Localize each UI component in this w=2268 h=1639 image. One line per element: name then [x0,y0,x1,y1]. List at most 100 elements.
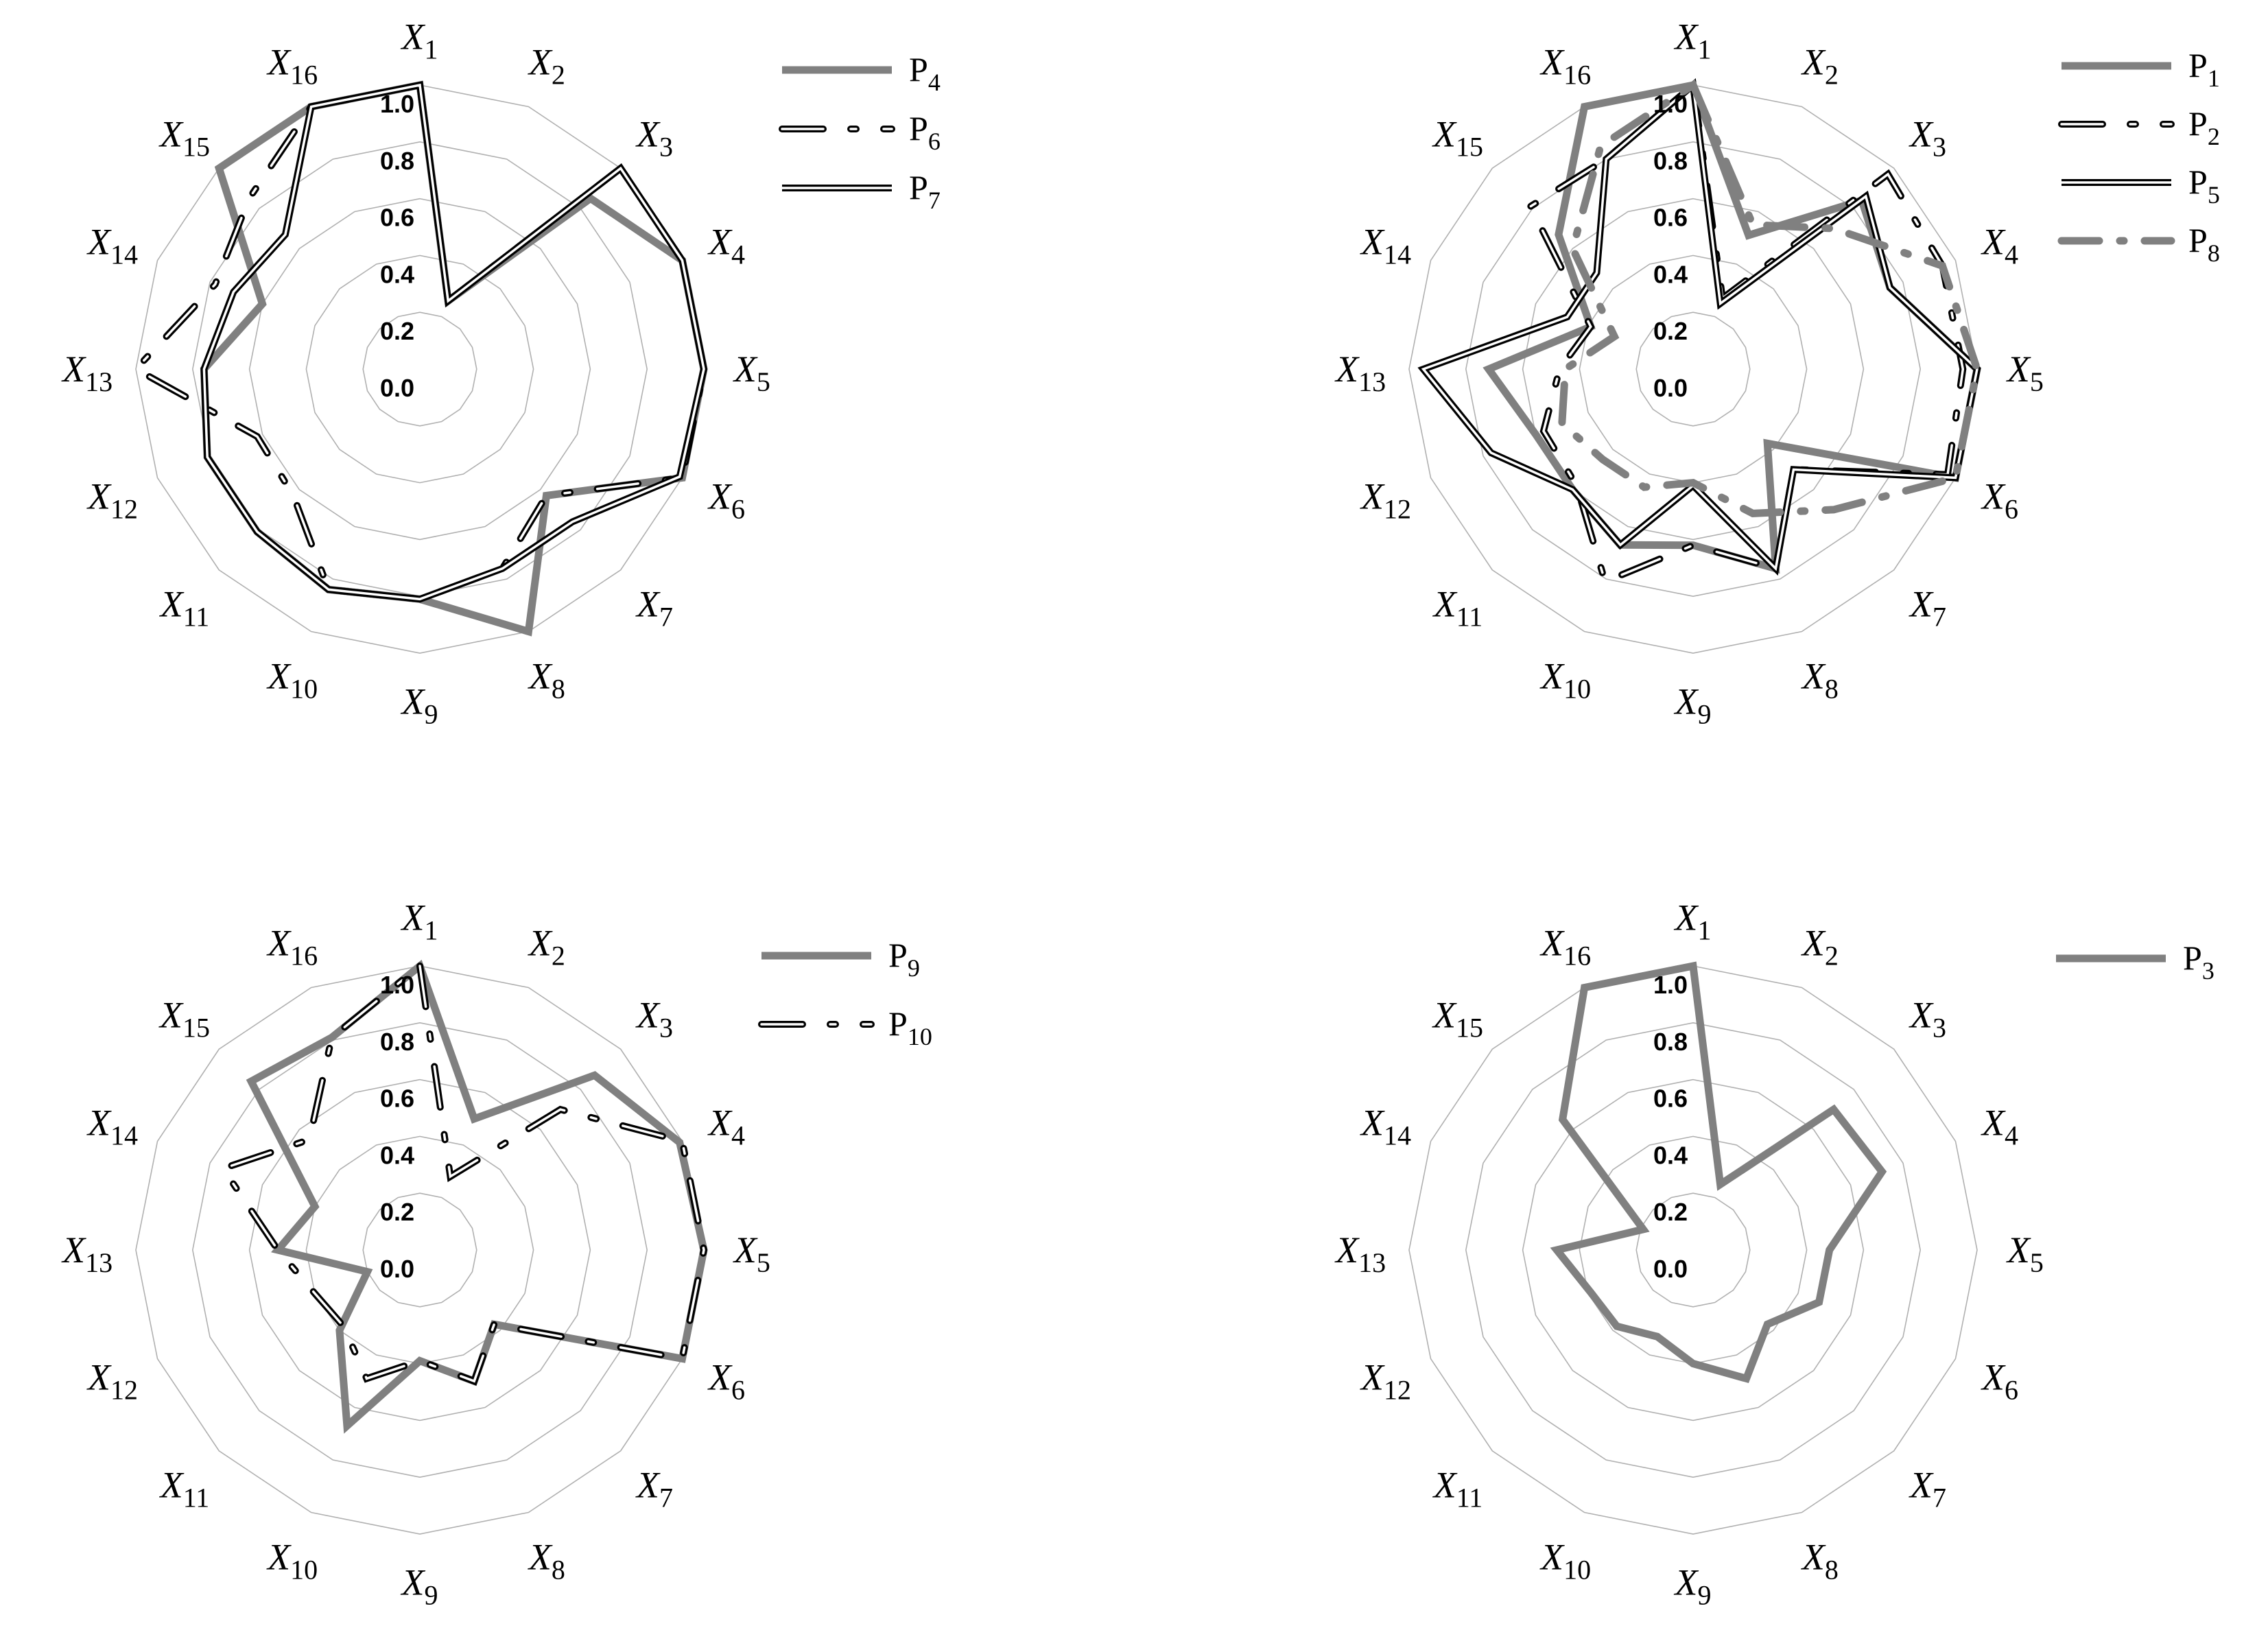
grid-ring [1579,255,1808,484]
grid-ring [1522,198,1865,541]
series-line-P9 [246,959,708,1434]
axis-label-X12: X12 [86,1356,138,1405]
axis-label-X14: X14 [1360,222,1411,270]
axis-label-X9: X9 [1674,1561,1712,1610]
tick-label: 0.6 [380,1085,414,1113]
tick-label: 0.0 [1653,374,1688,402]
tick-label: 1.0 [380,90,414,118]
series-line-P8 [1558,79,1981,517]
tick-label: 0.8 [380,1028,414,1056]
axis-label-X14: X14 [1360,1103,1411,1151]
tick-label: 0.2 [1653,1198,1688,1226]
tick-label: 0.6 [1653,204,1688,232]
axis-label-X9: X9 [1674,681,1712,729]
tick-label: 1.0 [380,971,414,999]
axis-label-X8: X8 [1801,1537,1839,1585]
axis-label-X5: X5 [2006,349,2044,397]
tick-label: 0.8 [380,147,414,175]
legend-entry-P1: P1 [2062,46,2220,92]
axis-label-X8: X8 [528,656,565,705]
legend-label-P2: P2 [2188,104,2220,150]
tick-label: 0.4 [1653,1141,1688,1169]
series-line-P1 [1483,80,1981,574]
legend: P3 [2056,939,2214,984]
series-line-P3 [1550,961,1887,1384]
legend-entry-P8: P8 [2057,221,2220,267]
axis-label-X13: X13 [61,349,113,397]
legend-entry-P3: P3 [2056,939,2214,984]
axis-label-X11: X11 [159,1465,210,1513]
axis-label-X15: X15 [1432,113,1483,162]
tick-label: 0.6 [380,204,414,232]
axis-label-X10: X10 [266,656,318,705]
legend-label-P9: P9 [888,936,920,982]
axis-label-X5: X5 [2006,1229,2044,1278]
axis-label-X1: X1 [1674,897,1712,946]
grid-ring [248,198,591,541]
axis-label-X10: X10 [266,1537,318,1585]
legend-label-P7: P7 [909,168,941,214]
tick-label: 1.0 [1653,971,1688,999]
axis-label-X5: X5 [733,349,770,397]
axis-label-X9: X9 [401,1561,438,1610]
axis-label-X13: X13 [1334,349,1386,397]
legend-entry-P10: P10 [758,1004,932,1050]
axis-label-X3: X3 [1909,994,1946,1043]
tick-label: 0.4 [380,260,414,288]
tick-label: 0.0 [1653,1255,1688,1283]
grid-ring [248,1078,591,1422]
series-line-P5-outer [1417,78,1981,576]
tick-label: 0.2 [1653,317,1688,345]
legend-label-P3: P3 [2183,939,2214,984]
legend-entry-P9: P9 [761,936,920,982]
axis-label-X4: X4 [707,1103,745,1151]
axis-label-X6: X6 [707,1356,745,1405]
axis-label-X14: X14 [86,1103,138,1151]
grid-ring [191,1022,648,1478]
series-P9 [246,959,708,1434]
legend-label-P8: P8 [2188,221,2220,267]
axis-label-X8: X8 [528,1537,565,1585]
axis-label-X16: X16 [266,41,318,90]
legend-label-P5: P5 [2188,163,2220,209]
series-P6 [130,81,708,603]
axis-label-X3: X3 [635,994,673,1043]
tick-label: 0.0 [380,1255,414,1283]
grid-ring [362,311,477,427]
axis-label-X6: X6 [707,475,745,524]
axis-label-X11: X11 [159,584,210,633]
grid-ring [1408,84,1978,654]
legend-label-P10: P10 [888,1004,932,1050]
axis-label-X7: X7 [1909,1465,1946,1513]
axis-label-X9: X9 [401,681,438,729]
grid-ring [305,255,534,484]
axis-label-X13: X13 [1334,1229,1386,1278]
axis-label-X14: X14 [86,222,138,270]
axis-label-X4: X4 [707,222,745,270]
axis-label-X16: X16 [1539,41,1591,90]
legend-entry-P4: P4 [782,50,941,96]
tick-label: 0.8 [1653,1028,1688,1056]
axis-label-X7: X7 [635,584,673,633]
tick-label: 0.4 [1653,260,1688,288]
axis-label-X12: X12 [1360,1356,1411,1405]
tick-label: 1.0 [1653,90,1688,118]
axis-label-X2: X2 [528,41,565,90]
legend-entry-P7: P7 [782,168,941,214]
axis-label-X7: X7 [1909,584,1946,633]
grid-ring [1635,311,1751,427]
axis-label-X1: X1 [401,897,438,946]
tick-label: 0.8 [1653,147,1688,175]
legend-entry-P6: P6 [779,109,941,155]
series-line-P2-outer [1526,78,1967,587]
axis-label-X4: X4 [1981,1103,2018,1151]
tick-label: 0.0 [380,374,414,402]
series-P2 [1526,78,1967,587]
